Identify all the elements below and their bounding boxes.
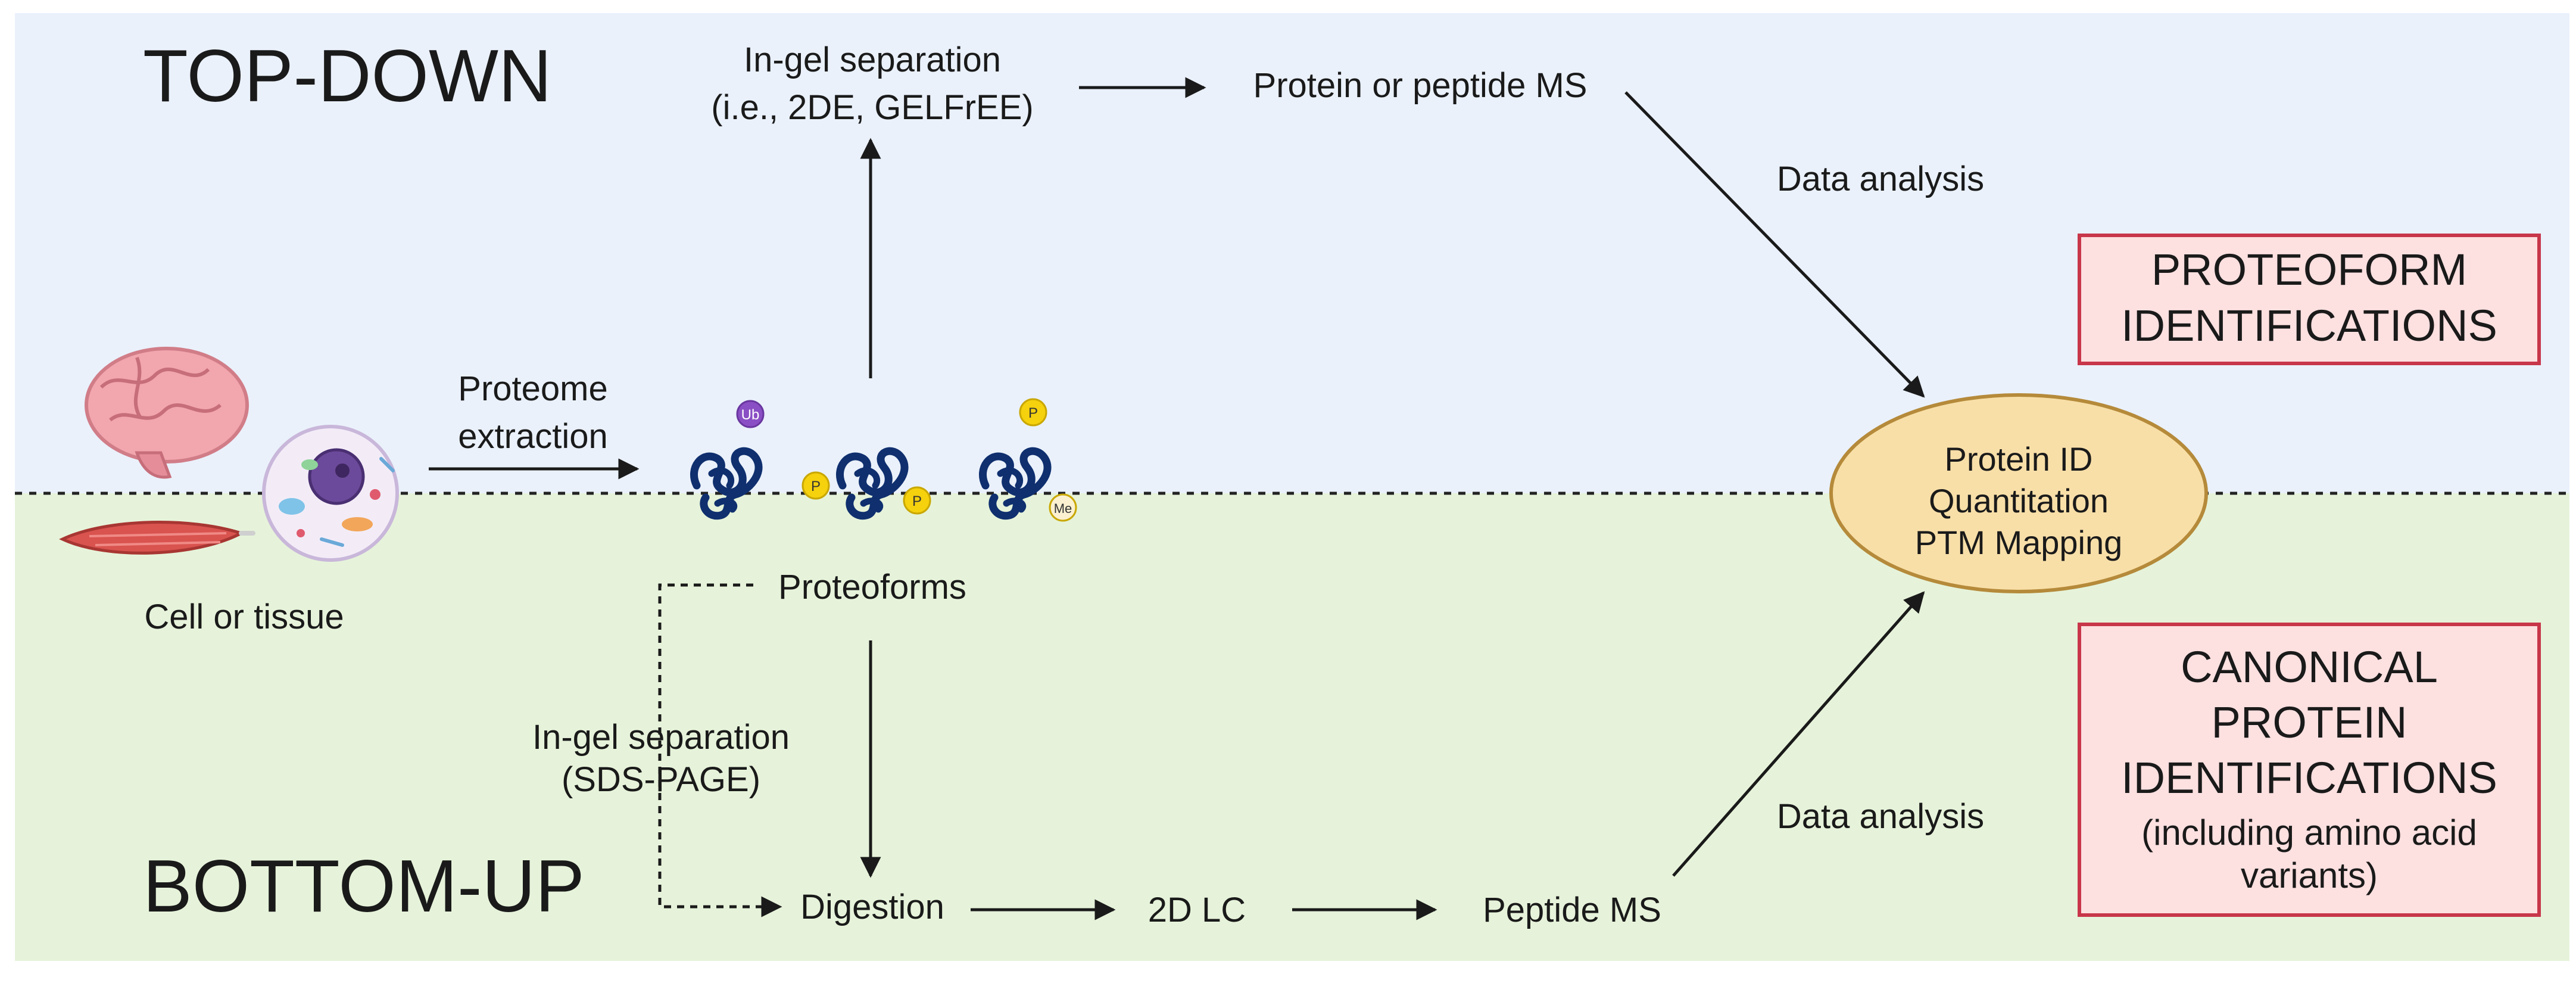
extraction-label-line1: Proteome (458, 369, 607, 408)
td-ms-label: Protein or peptide MS (1253, 66, 1588, 105)
canonical-box (2078, 623, 2541, 917)
bu-analysis-label: Data analysis (1777, 797, 1984, 836)
bottom-up-title: BOTTOM-UP (143, 845, 585, 928)
canonical-box-line1: CANONICAL (2181, 642, 2438, 692)
td-analysis-arrow (1624, 91, 1925, 398)
digestion-label: Digestion (800, 888, 944, 926)
p-label-2: P (912, 493, 922, 509)
td-separation-line1: In-gel separation (744, 41, 1001, 79)
td-analysis-label: Data analysis (1777, 160, 1984, 198)
result-ellipse (1829, 393, 2208, 593)
muscle-icon (59, 521, 255, 555)
proteoform-box-line2: IDENTIFICATIONS (2121, 301, 2497, 350)
bu-ms-label: Peptide MS (1483, 891, 1661, 929)
result-line2: Quantitation (1929, 482, 2109, 520)
brain-icon (85, 347, 249, 479)
canonical-box-line4: (including amino acid (2141, 813, 2477, 853)
bu-analysis-arrow (1672, 591, 1925, 877)
extraction-label-line2: extraction (458, 417, 607, 456)
cell-icon (262, 425, 399, 562)
sample-label: Cell or tissue (144, 598, 344, 636)
canonical-box-line2: PROTEIN (2212, 698, 2407, 747)
proteoform-box (2078, 234, 2541, 365)
result-line1: Protein ID (1945, 440, 2093, 478)
proteoform-1-icon: Ub (694, 400, 765, 516)
canonical-box-line5: variants) (2241, 856, 2378, 895)
result-line3: PTM Mapping (1915, 524, 2123, 561)
gel-dashed-path (658, 583, 782, 917)
proteoform-2-icon: P P (802, 451, 931, 516)
proteoform-3-icon: P Me (983, 398, 1077, 522)
lc-label: 2D LC (1148, 891, 1246, 929)
top-down-title: TOP-DOWN (143, 35, 552, 117)
canonical-box-line3: IDENTIFICATIONS (2121, 753, 2497, 802)
proteoforms-label: Proteoforms (778, 568, 966, 606)
p-label-1: P (811, 478, 821, 494)
me-label: Me (1054, 501, 1072, 516)
td-separation-line2: (i.e., 2DE, GELFrEE) (711, 88, 1033, 127)
bu-separation-line2: (SDS-PAGE) (562, 760, 760, 799)
ub-label: Ub (741, 407, 760, 423)
bu-separation-line1: In-gel separation (532, 718, 790, 757)
proteoform-box-line1: PROTEOFORM (2151, 245, 2467, 294)
p-label-3: P (1028, 405, 1038, 421)
